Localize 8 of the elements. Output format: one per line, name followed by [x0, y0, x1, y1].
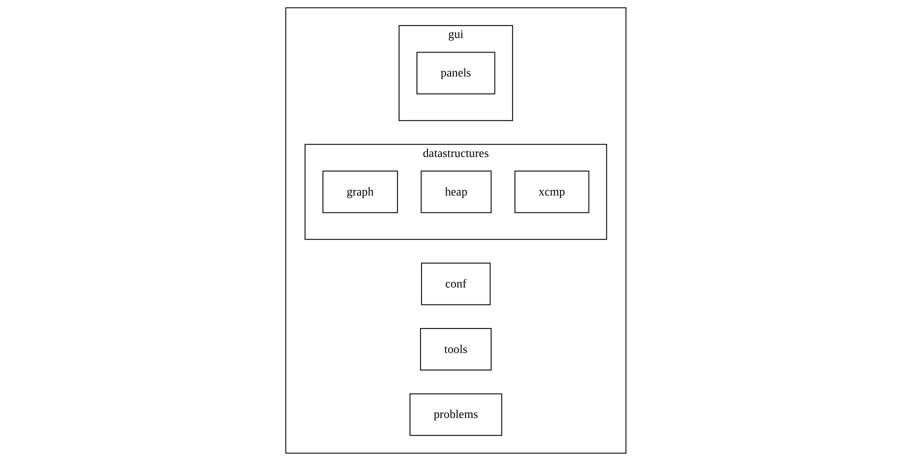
node-box: graph — [322, 170, 398, 214]
cluster — [285, 7, 627, 454]
node-box: heap — [420, 170, 492, 214]
node-box: xcmp — [514, 170, 590, 214]
node-box: conf — [421, 262, 491, 306]
node-box: tools — [420, 328, 492, 370]
node-box: problems — [410, 393, 502, 436]
node-box: panels — [416, 52, 496, 94]
